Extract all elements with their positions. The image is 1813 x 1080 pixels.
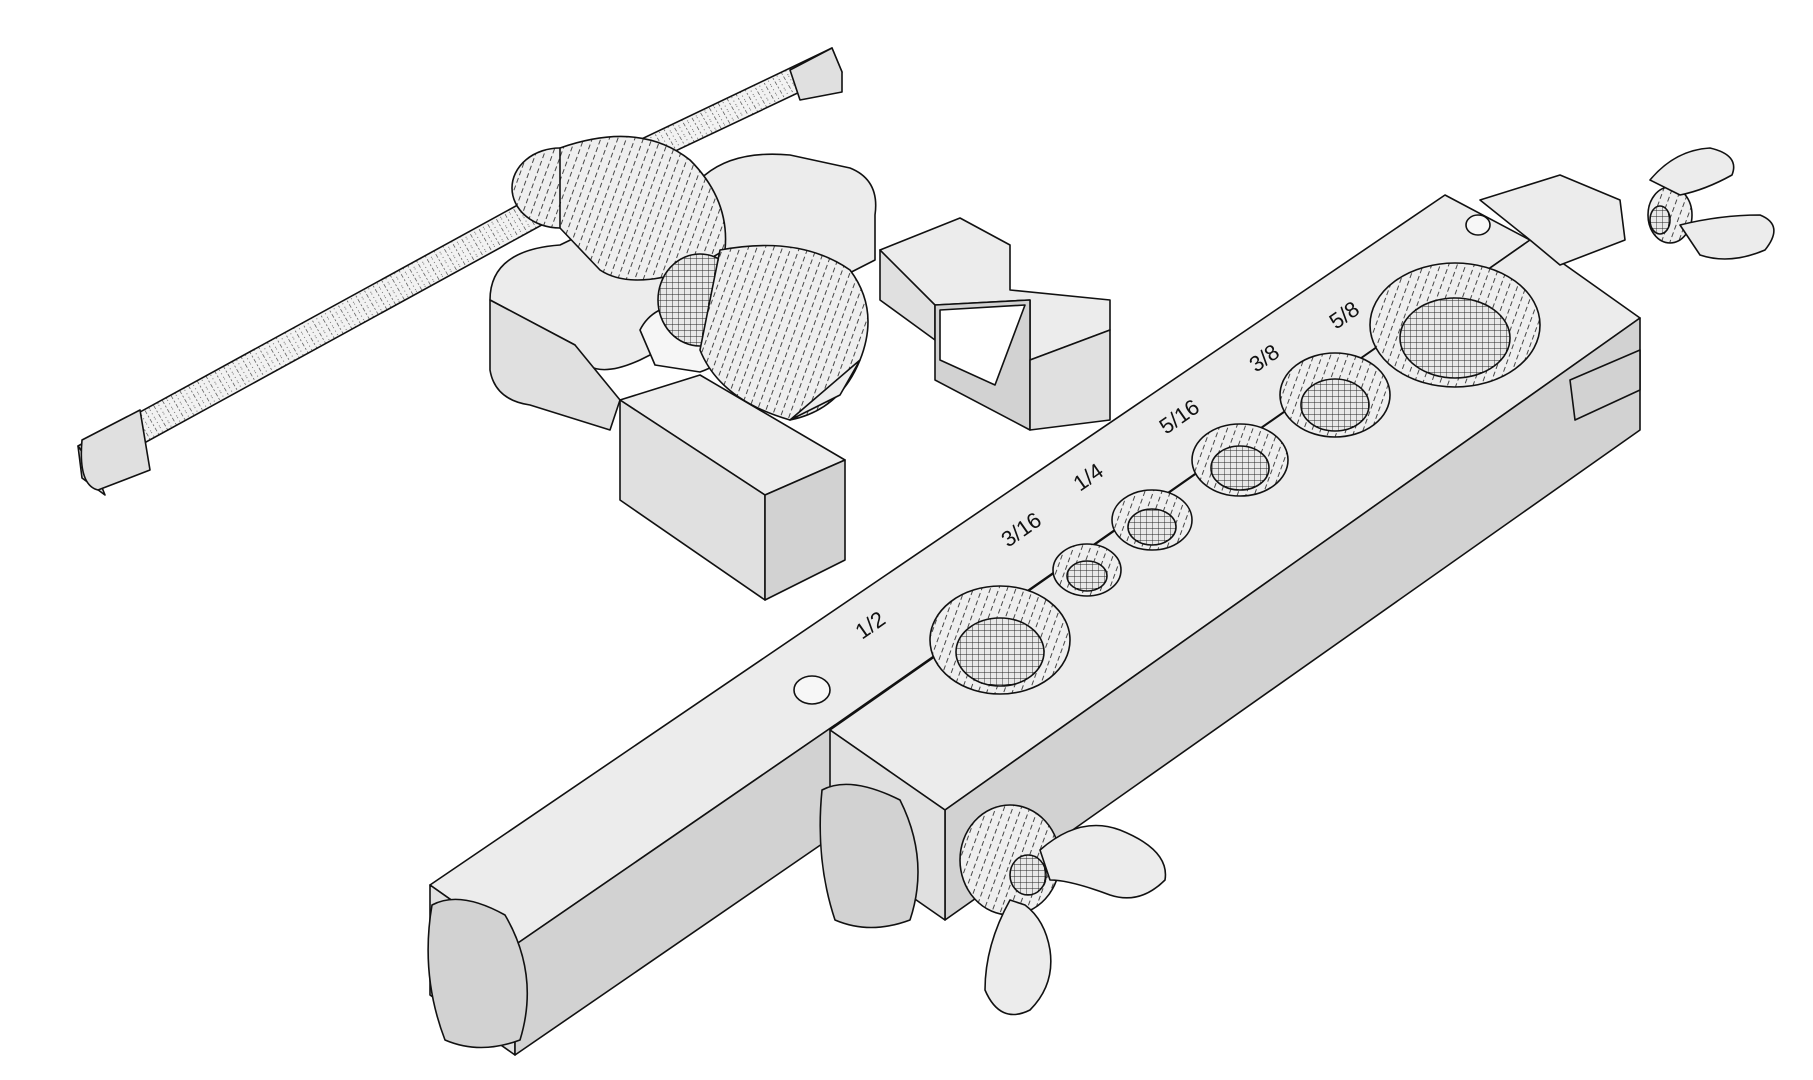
- feed-screw-cone: [511, 135, 869, 421]
- wing-nut-back: [1647, 147, 1775, 260]
- flare-holes: [929, 262, 1541, 695]
- wing-nut-front: [959, 804, 1167, 1016]
